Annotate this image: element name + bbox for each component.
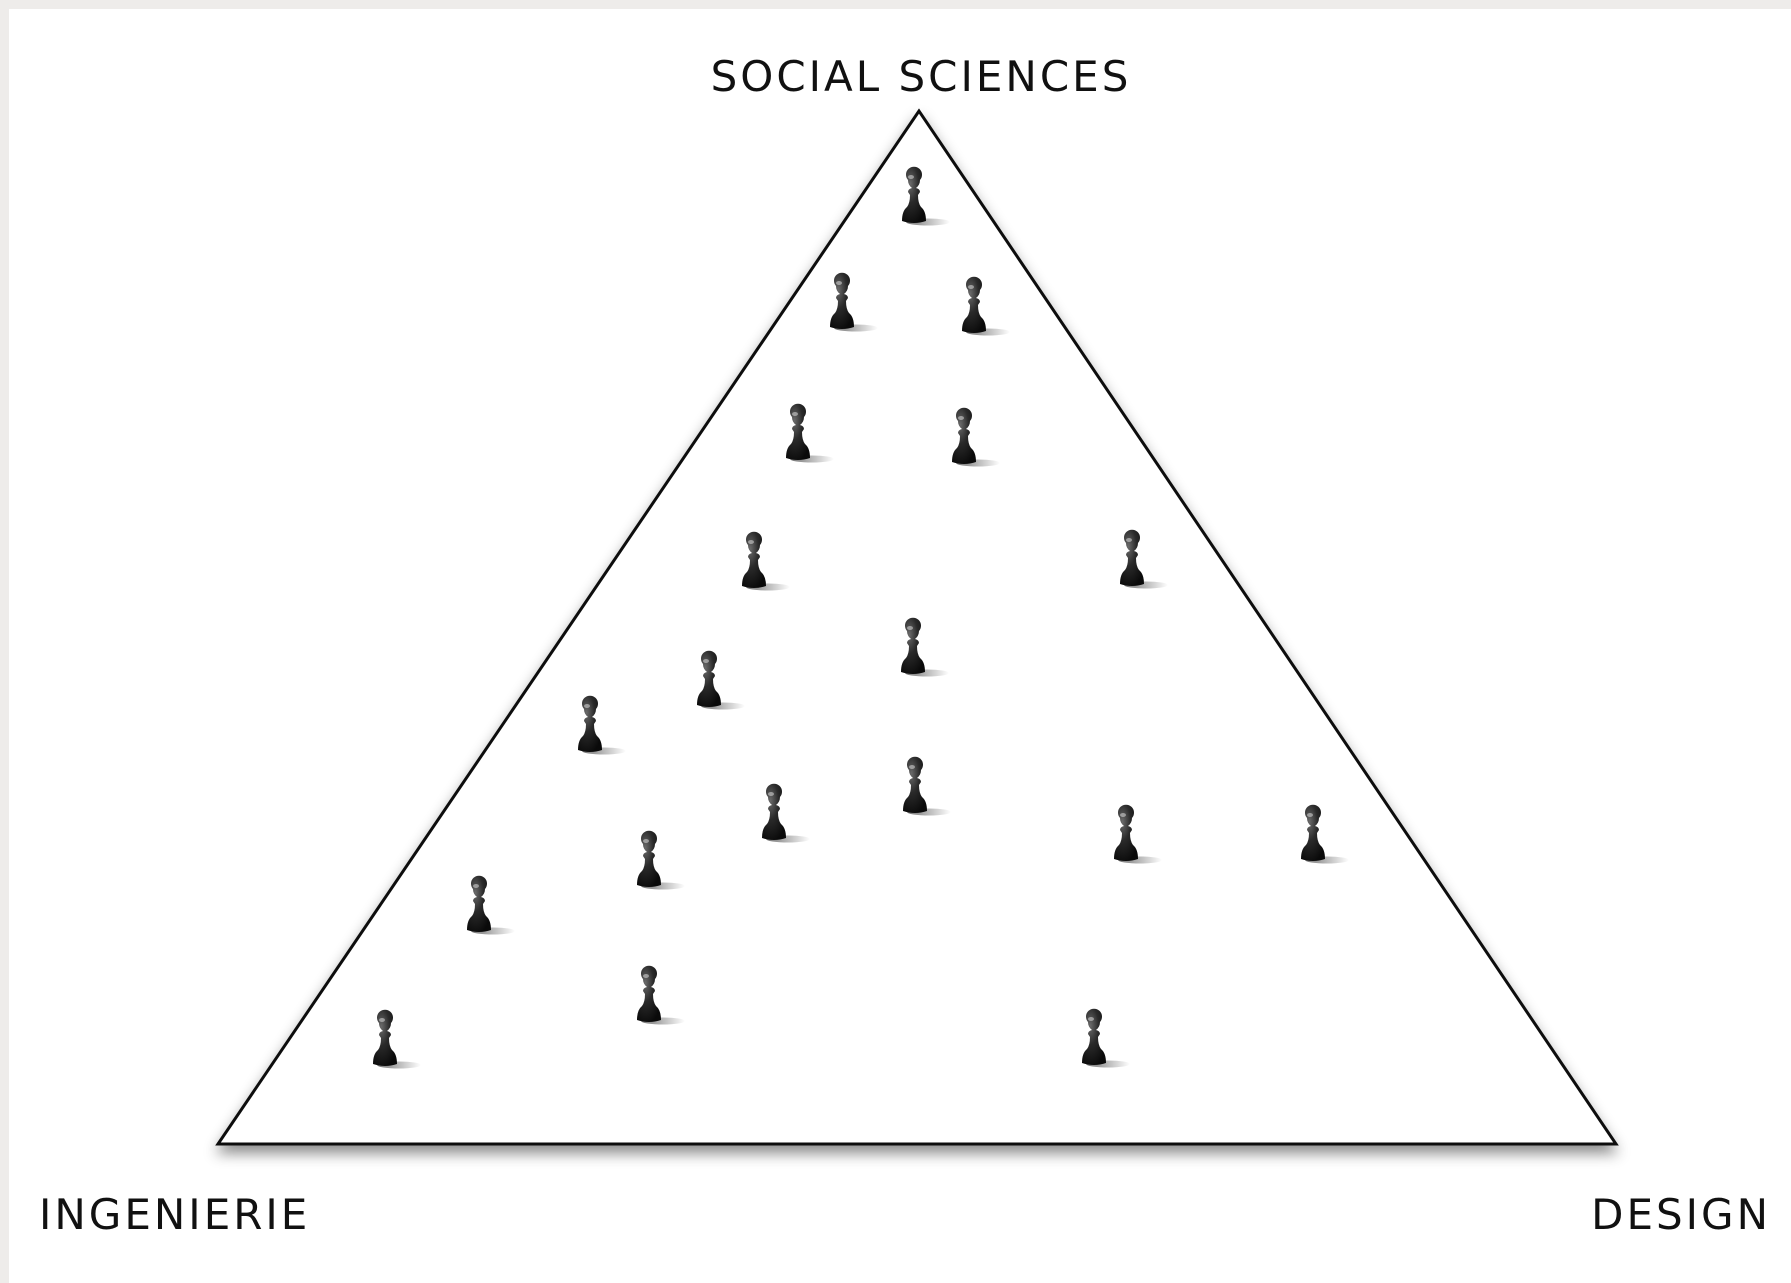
label-bottom-left-ingenierie: INGENIERIE [39,1190,310,1239]
triangle-diagram: SOCIAL SCIENCES INGENIERIE DESIGN [39,52,1771,1239]
label-top-social-sciences: SOCIAL SCIENCES [711,52,1132,101]
diagram-canvas: SOCIAL SCIENCES INGENIERIE DESIGN [9,9,1791,1283]
label-bottom-right-design: DESIGN [1591,1190,1771,1239]
